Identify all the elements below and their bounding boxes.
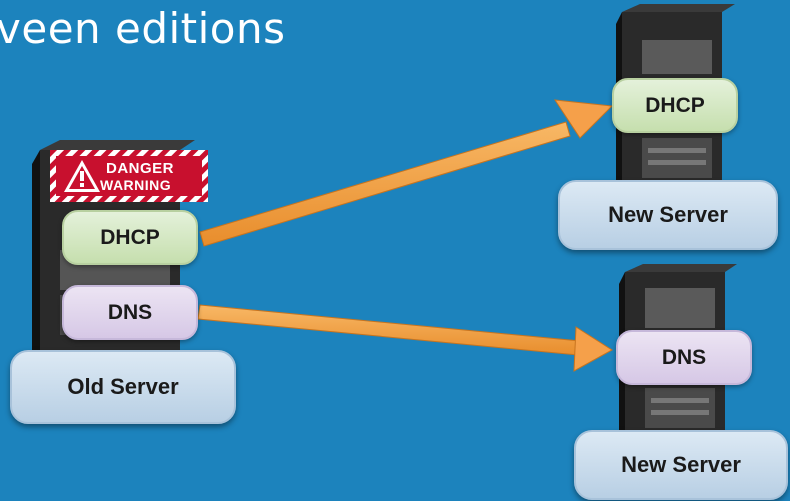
new-server-dns-label-box: New Server <box>574 430 788 500</box>
new-server-dns-tower-icon <box>619 264 737 458</box>
arrow-dns <box>197 304 613 372</box>
new-server-dhcp-label-box: New Server <box>558 180 778 250</box>
new-server-dns-role-label: DNS <box>661 345 707 369</box>
new-server-dhcp-role-label: DHCP <box>645 93 705 117</box>
old-server-dhcp-role: DHCP <box>62 210 198 265</box>
danger-warning-sign: DANGER WARNING <box>50 150 208 202</box>
new-server-dns <box>575 258 790 501</box>
danger-label: DANGER <box>106 160 175 177</box>
warning-triangle-icon <box>64 160 100 192</box>
new-server-dns-role: DNS <box>616 330 752 385</box>
arrow-dhcp <box>199 99 614 247</box>
warning-label: WARNING <box>100 177 172 193</box>
new-server-dhcp-role: DHCP <box>612 78 738 133</box>
old-server-dns-role: DNS <box>62 285 198 340</box>
old-server-dhcp-label: DHCP <box>100 225 160 249</box>
slide-title-fragment: veen editions <box>0 4 286 53</box>
new-server-dhcp-label: New Server <box>608 202 728 227</box>
old-server-label: Old Server <box>67 374 179 399</box>
new-server-dns-label: New Server <box>621 452 741 477</box>
old-server-label-box: Old Server <box>10 350 236 424</box>
old-server-dns-label: DNS <box>107 300 153 324</box>
